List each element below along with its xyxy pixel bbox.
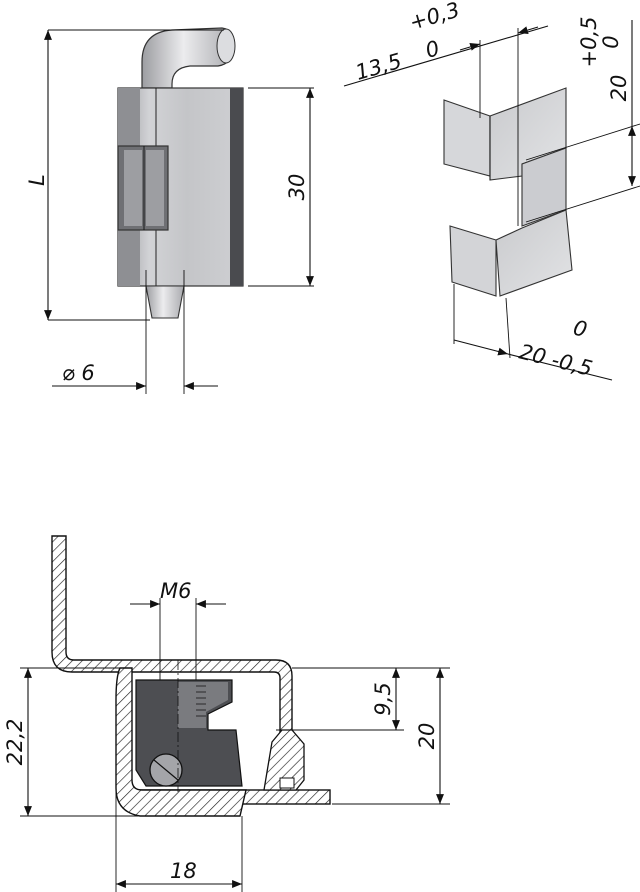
plate-upper-tab bbox=[443, 99, 491, 177]
width-tol-upper: +0,3 bbox=[407, 0, 463, 35]
housing-section bbox=[115, 667, 247, 817]
cutout-plate-view: 13,5 +0,3 0 20 +0,5 0 20 -0,5 0 bbox=[343, 0, 640, 381]
depth-value: 20 -0,5 bbox=[517, 340, 595, 381]
height-label: 30 bbox=[285, 174, 309, 201]
height-right-label: 20 bbox=[415, 723, 439, 750]
height-tol-lower: 0 bbox=[599, 35, 623, 48]
length-label: L bbox=[25, 174, 49, 186]
depth-tol-upper: 0 bbox=[571, 316, 590, 343]
clip-section bbox=[263, 729, 305, 791]
width-label: 18 bbox=[170, 859, 197, 883]
height-left-label: 22,2 bbox=[3, 719, 27, 766]
offset-label: 9,5 bbox=[371, 682, 395, 715]
height-value: 20 bbox=[607, 75, 631, 102]
hinge-body-right-edge bbox=[230, 88, 243, 286]
height-tol-upper: +0,5 bbox=[577, 17, 601, 68]
section-view: M6 22,2 9,5 20 18 bbox=[3, 535, 450, 892]
width-value: 13,5 bbox=[353, 49, 405, 85]
diameter-label: ⌀ 6 bbox=[62, 361, 95, 385]
plate-lower-tab bbox=[449, 225, 497, 297]
width-tol-lower: 0 bbox=[423, 36, 442, 63]
hinge-body-view: L 30 ⌀ 6 bbox=[25, 27, 314, 394]
pin-end-face bbox=[216, 28, 236, 64]
hinge-pin-lower bbox=[145, 285, 185, 319]
thread-label: M6 bbox=[160, 579, 191, 603]
